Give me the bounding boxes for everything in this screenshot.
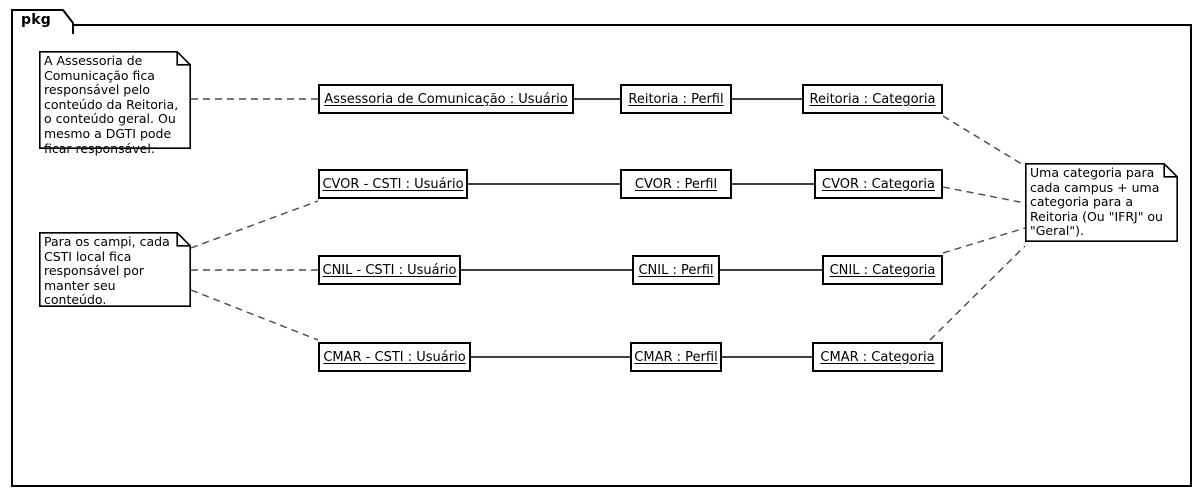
obj-cmar-categoria[interactable]: CMAR : Categoria bbox=[812, 342, 943, 372]
note-shape bbox=[39, 51, 191, 149]
package-tab: pkg bbox=[11, 9, 74, 34]
object-label: CMAR - CSTI : Usuário bbox=[323, 349, 466, 365]
note-shape bbox=[1025, 163, 1178, 242]
obj-assessoria-usuario[interactable]: Assessoria de Comunicação : Usuário bbox=[318, 84, 574, 114]
obj-reitoria-categoria[interactable]: Reitoria : Categoria bbox=[802, 84, 943, 114]
obj-cnil-usuario[interactable]: CNIL - CSTI : Usuário bbox=[318, 255, 461, 285]
obj-cmar-perfil[interactable]: CMAR : Perfil bbox=[630, 342, 722, 372]
package-frame bbox=[11, 24, 1192, 487]
object-label: CVOR - CSTI : Usuário bbox=[322, 176, 464, 192]
obj-cnil-perfil[interactable]: CNIL : Perfil bbox=[632, 255, 720, 285]
object-label: CMAR : Categoria bbox=[820, 349, 935, 365]
object-label: Reitoria : Categoria bbox=[809, 91, 936, 107]
object-label: Assessoria de Comunicação : Usuário bbox=[324, 91, 568, 107]
object-label: CNIL : Perfil bbox=[638, 262, 714, 278]
note-text: A Assessoria de Comunicação fica respons… bbox=[44, 53, 179, 156]
note-text: Para os campi, cada CSTI local fica resp… bbox=[44, 234, 170, 308]
note-campi: Para os campi, cada CSTI local fica resp… bbox=[39, 232, 191, 307]
object-label: CNIL : Categoria bbox=[829, 262, 936, 278]
package-tab-label: pkg bbox=[21, 12, 51, 28]
note-shape bbox=[39, 232, 191, 307]
note-text: Uma categoria para cada campus + uma cat… bbox=[1030, 165, 1163, 239]
object-label: CVOR : Categoria bbox=[822, 176, 935, 192]
obj-cnil-categoria[interactable]: CNIL : Categoria bbox=[822, 255, 943, 285]
obj-cmar-usuario[interactable]: CMAR - CSTI : Usuário bbox=[318, 342, 471, 372]
obj-cvor-perfil[interactable]: CVOR : Perfil bbox=[620, 169, 732, 199]
note-assessoria: A Assessoria de Comunicação fica respons… bbox=[39, 51, 191, 155]
obj-cvor-categoria[interactable]: CVOR : Categoria bbox=[814, 169, 943, 199]
obj-cvor-usuario[interactable]: CVOR - CSTI : Usuário bbox=[318, 169, 468, 199]
object-label: CNIL - CSTI : Usuário bbox=[322, 262, 457, 278]
object-label: Reitoria : Perfil bbox=[628, 91, 724, 107]
note-categoria: Uma categoria para cada campus + uma cat… bbox=[1025, 163, 1178, 242]
package-tab-shape bbox=[11, 9, 74, 34]
object-label: CMAR : Perfil bbox=[634, 349, 718, 365]
obj-reitoria-perfil[interactable]: Reitoria : Perfil bbox=[620, 84, 732, 114]
object-label: CVOR : Perfil bbox=[634, 176, 718, 192]
